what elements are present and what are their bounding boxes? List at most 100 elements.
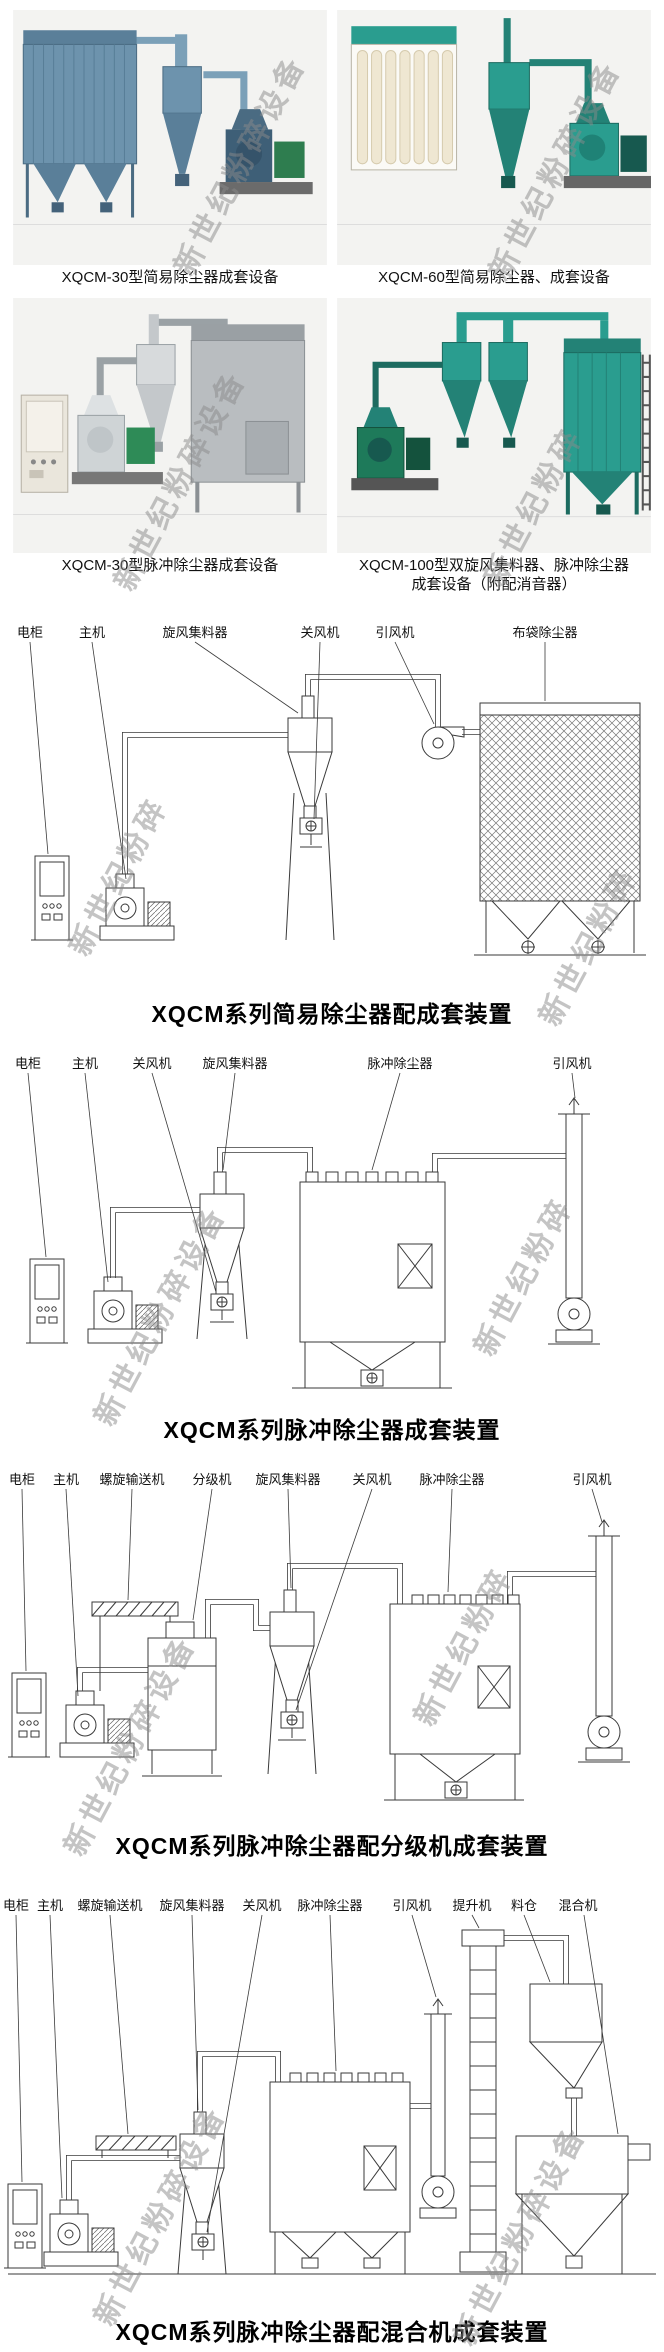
- label-classifier: 分级机: [192, 1472, 231, 1487]
- label-pulse-collector: 脉冲除尘器: [297, 1898, 362, 1913]
- label-silo: 料仓: [511, 1898, 537, 1913]
- label-cyclone: 旋风集料器: [159, 1898, 224, 1913]
- pulse-airlock-icon: [360, 1369, 384, 1386]
- drop-pipe: [600, 319, 609, 345]
- photo-row-1: XQCM-30型简易除尘器成套设备: [0, 0, 664, 288]
- label-screw-conveyor: 螺旋输送机: [77, 1898, 142, 1913]
- label-airlock: 关风机: [300, 625, 339, 640]
- pulse-collector-icon: [384, 1594, 524, 1800]
- cyclone-collector: [488, 62, 530, 189]
- photo-caption: XQCM-30型脉冲除尘器成套设备: [61, 556, 279, 574]
- rotary-airlock-icon: [280, 1711, 304, 1728]
- photo-card-xqcm100-pulse: XQCM-100型双旋风集料器、脉冲除尘器 成套设备（附配消音器）: [334, 297, 654, 595]
- diagram-labels: 电柜 主机 旋风集料器 关风机 引风机 布袋除尘器: [17, 625, 578, 640]
- pulse-dust-collector-box: [190, 323, 306, 513]
- label-cyclone: 旋风集料器: [202, 1056, 267, 1071]
- cyclone-collector-icon: [269, 1589, 315, 1712]
- label-induced-fan: 引风机: [392, 1898, 431, 1913]
- leader-lines: [15, 1914, 619, 2232]
- diagram-labels: 电柜 主机 螺旋输送机 分级机 旋风集料器 关风机 脉冲除尘器 引风机: [9, 1472, 612, 1487]
- induced-fan-stack-icon: [419, 1997, 457, 2218]
- label-induced-fan: 引风机: [375, 625, 414, 640]
- mixer-icon: [514, 2135, 651, 2274]
- electric-cabinet-icon: [25, 1258, 69, 1343]
- pulse-airlock-icon: [444, 1781, 468, 1798]
- rotary-airlock-icon: [210, 1293, 234, 1310]
- cyclone-collector-icon: [199, 1171, 245, 1294]
- diagram-section-mixer: 电柜 主机 螺旋输送机 旋风集料器 关风机 脉冲除尘器 引风机 提升机 料仓 混…: [0, 1871, 664, 2347]
- airlock-discharge: [210, 1309, 234, 1322]
- label-main-machine: 主机: [72, 1056, 98, 1071]
- rotary-airlock-icon: [191, 2233, 215, 2250]
- label-cyclone: 旋风集料器: [255, 1472, 320, 1487]
- grinder-main-machine: [351, 406, 439, 490]
- photo-caption: XQCM-60型简易除尘器、成套设备: [378, 269, 610, 286]
- label-mixer: 混合机: [558, 1898, 597, 1913]
- bag-dust-collector: [22, 30, 138, 218]
- main-mill-icon: [87, 1276, 163, 1343]
- label-electric-cabinet: 电柜: [9, 1472, 35, 1487]
- label-bag-filter: 布袋除尘器: [512, 625, 577, 640]
- classifier-icon: [142, 1621, 222, 1776]
- airlock-discharge: [300, 833, 322, 847]
- diagram-section-simple: 电柜 主机 旋风集料器 关风机 引风机 布袋除尘器 XQCM系列简易除尘器配成套…: [0, 603, 664, 1029]
- diagram-caption: XQCM系列脉冲除尘器配分级机成套装置: [115, 1832, 549, 1859]
- label-airlock: 关风机: [352, 1472, 391, 1487]
- photo-caption-line2: 成套设备（附配消音器）: [411, 576, 577, 593]
- diagram-caption: XQCM系列脉冲除尘器配混合机成套装置: [115, 2318, 549, 2345]
- duct-pipes: [372, 361, 447, 428]
- photo-xqcm60-simple: [337, 10, 651, 265]
- label-electric-cabinet: 电柜: [15, 1056, 41, 1071]
- screw-conveyor-icon: [95, 2135, 177, 2158]
- photo-xqcm100-pulse: [337, 297, 651, 553]
- label-airlock: 关风机: [242, 1898, 281, 1913]
- diagram-labels: 电柜 主机 关风机 旋风集料器 脉冲除尘器 引风机: [15, 1056, 592, 1071]
- diagram-caption: XQCM系列脉冲除尘器成套装置: [163, 1416, 501, 1443]
- rotary-airlock-icon: [299, 817, 323, 834]
- main-mill-icon: [43, 2199, 119, 2266]
- photo-caption: XQCM-30型简易除尘器成套设备: [61, 269, 279, 286]
- control-cabinet: [20, 394, 69, 493]
- header-pipe: [456, 311, 609, 320]
- photo-card-xqcm30-pulse: XQCM-30型脉冲除尘器成套设备: [10, 297, 330, 595]
- cyclone-collector: [162, 34, 202, 187]
- leader-lines: [27, 1072, 576, 1292]
- bucket-elevator-icon: [459, 1929, 507, 2272]
- electric-cabinet-icon: [30, 855, 74, 940]
- pulse-collector-icon: [269, 2072, 411, 2274]
- photo-xqcm30-pulse: [13, 297, 327, 553]
- cyclone-collector: [136, 313, 176, 452]
- label-induced-fan: 引风机: [552, 1056, 591, 1071]
- label-main-machine: 主机: [79, 625, 105, 640]
- leader-lines: [21, 1488, 603, 1710]
- label-elevator: 提升机: [452, 1898, 491, 1913]
- photo-card-xqcm30-simple: XQCM-30型简易除尘器成套设备: [10, 10, 330, 288]
- label-screw-conveyor: 螺旋输送机: [99, 1472, 164, 1487]
- duct-pipes: [66, 1934, 577, 2200]
- main-mill-icon: [59, 1690, 135, 1757]
- photo-caption: XQCM-100型双旋风集料器、脉冲除尘器 成套设备（附配消音器）: [359, 556, 629, 595]
- duct-pipes: [77, 1562, 596, 1691]
- bag-filter-icon: [474, 702, 646, 955]
- diagram-simple-dust-collector: 电柜 主机 旋风集料器 关风机 引风机 布袋除尘器: [17, 625, 646, 955]
- diagram-section-pulse: 电柜 主机 关风机 旋风集料器 脉冲除尘器 引风机 XQCM系列脉冲除尘器成套装…: [0, 1039, 664, 1445]
- label-main-machine: 主机: [53, 1472, 79, 1487]
- photo-card-xqcm60-simple: XQCM-60型简易除尘器、成套设备: [334, 10, 654, 288]
- label-electric-cabinet: 电柜: [17, 625, 43, 640]
- cyclone-stand: [177, 2175, 227, 2274]
- duct-pipes: [122, 673, 480, 874]
- cyclone-collector-icon: [287, 695, 333, 818]
- diagram-pulse-with-mixer: 电柜 主机 螺旋输送机 旋风集料器 关风机 脉冲除尘器 引风机 提升机 料仓 混…: [3, 1898, 656, 2274]
- pulse-bag-filter: [563, 337, 642, 515]
- screw-conveyor-icon: [91, 1601, 179, 1691]
- filter-bag-frame: [350, 26, 458, 171]
- photo-xqcm30-simple: [13, 10, 327, 265]
- electric-cabinet-icon: [7, 1672, 51, 1757]
- induced-fan-stack-icon: [578, 1518, 630, 1762]
- diagram-labels: 电柜 主机 螺旋输送机 旋风集料器 关风机 脉冲除尘器 引风机 提升机 料仓 混…: [3, 1898, 598, 1913]
- grinder-main-machine: [219, 109, 313, 195]
- label-induced-fan: 引风机: [572, 1472, 611, 1487]
- label-airlock: 关风机: [132, 1056, 171, 1071]
- induced-fan-icon: [421, 726, 465, 759]
- photo-row-2: XQCM-30型脉冲除尘器成套设备: [0, 288, 664, 595]
